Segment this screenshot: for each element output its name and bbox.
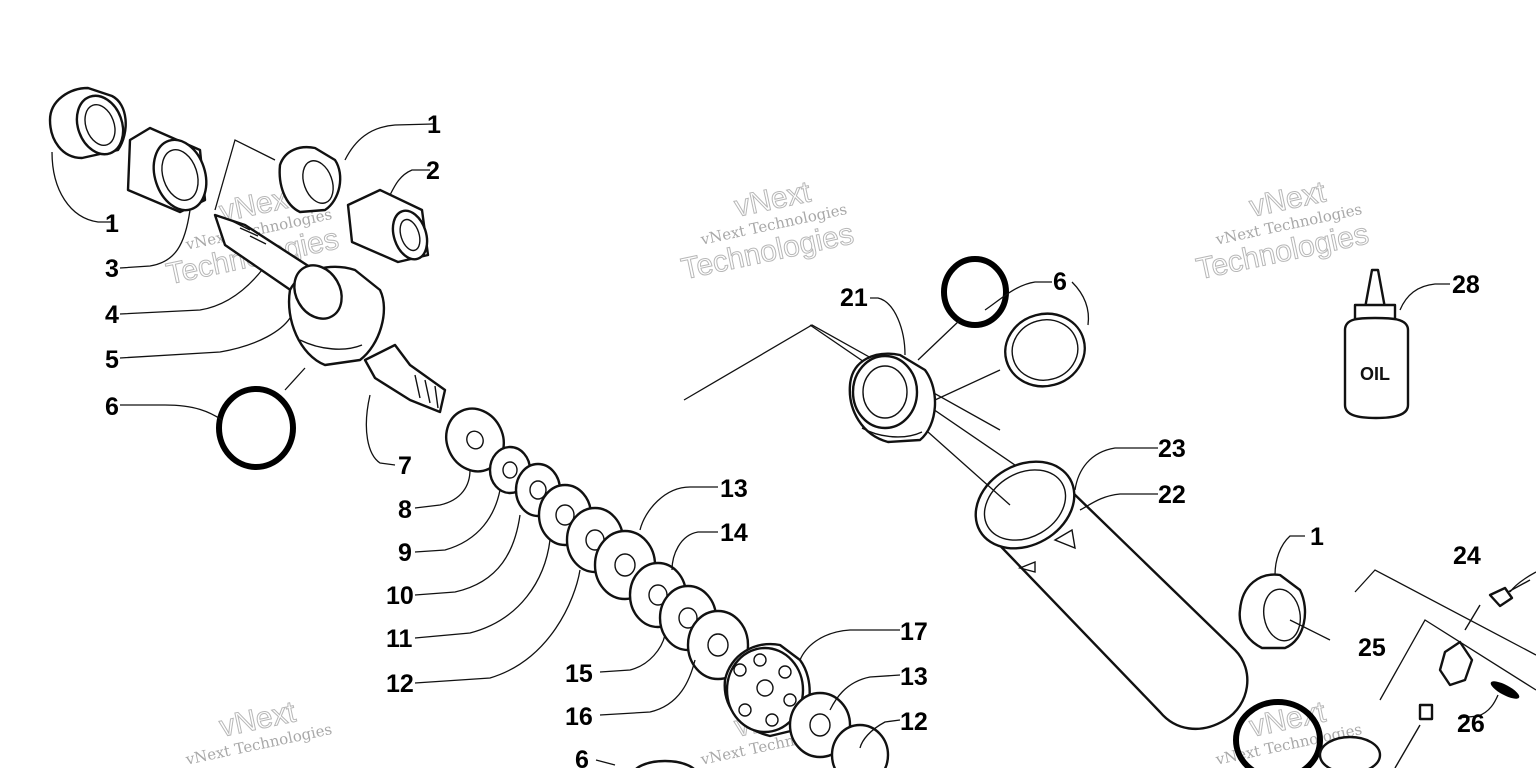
part-3-sleeve [126, 126, 208, 214]
callout-5: 5 [105, 346, 119, 374]
callout-12: 12 [386, 670, 414, 698]
valve-assembly [1354, 569, 1536, 768]
part-6-oring-lower-right [1233, 699, 1323, 768]
leader-21-to-23 [927, 431, 1011, 506]
leader-bushing-right [1289, 619, 1331, 641]
callout-21: 21 [840, 284, 868, 312]
part-1-bushing-top [278, 146, 342, 214]
callout-13: 13 [900, 663, 928, 691]
part-2-spacer [346, 188, 430, 264]
part-1-bushing-top-left [48, 86, 127, 160]
part-24-screw [1488, 586, 1514, 608]
callout-16: 16 [565, 703, 593, 731]
part-6-oring-left [216, 386, 296, 470]
part-6-oring-mid [941, 256, 1009, 328]
callout-8: 8 [398, 496, 412, 524]
callout-23: 23 [1158, 435, 1186, 463]
callout-6: 6 [105, 393, 119, 421]
callout-9: 9 [398, 539, 412, 567]
callout-26: 26 [1457, 710, 1485, 738]
callouts: 1 1 2 3 4 5 6 7 8 9 10 11 12 13 14 15 16… [105, 111, 1485, 768]
callout-28: 28 [1452, 271, 1480, 299]
leader-lines [51, 123, 1536, 766]
part-6-band [1004, 312, 1086, 388]
leader-zigzag [214, 139, 276, 211]
callout-1: 1 [105, 210, 119, 238]
callout-10: 10 [386, 582, 414, 610]
callout-11: 11 [386, 625, 413, 653]
callout-6: 6 [575, 746, 589, 768]
callout-15: 15 [565, 660, 593, 688]
part-7-rod [363, 343, 447, 414]
part-8-washer [445, 407, 505, 473]
callout-25: 25 [1358, 634, 1386, 662]
part-lower-right-ring [1318, 735, 1382, 768]
part-25-insert [1418, 703, 1434, 721]
part-1-bushing-right [1238, 573, 1307, 650]
watermark-top-center: vNext vNext Technologies Technologies [678, 175, 857, 287]
callout-24: 24 [1453, 542, 1481, 570]
callout-1: 1 [1310, 523, 1324, 551]
part-28-oil-bottle: OIL [1343, 268, 1410, 420]
part-22-body [974, 460, 1249, 730]
assembly-outline [683, 324, 1001, 431]
callout-6: 6 [1053, 268, 1067, 296]
callout-12: 12 [900, 708, 928, 736]
watermark-top-right: vNext vNext Technologies Technologies [1193, 175, 1372, 287]
part-6-ring-lower [635, 759, 695, 768]
callout-7: 7 [398, 452, 412, 480]
callout-4: 4 [105, 301, 119, 329]
part-5-shaft-head [287, 264, 386, 367]
oil-bottle-label: OIL [1360, 364, 1390, 384]
callout-22: 22 [1158, 481, 1186, 509]
callout-3: 3 [105, 255, 119, 283]
callout-17: 17 [900, 618, 928, 646]
watermark-bottom-left: vNext vNext Technologies [183, 695, 333, 768]
part-25-valve [1438, 640, 1474, 687]
part-26-oring [1490, 681, 1520, 699]
shim-stack [445, 407, 750, 681]
callout-2: 2 [426, 157, 440, 185]
callout-1: 1 [427, 111, 441, 139]
callout-14: 14 [720, 519, 748, 547]
part-21-cap [848, 352, 937, 444]
callout-13: 13 [720, 475, 748, 503]
